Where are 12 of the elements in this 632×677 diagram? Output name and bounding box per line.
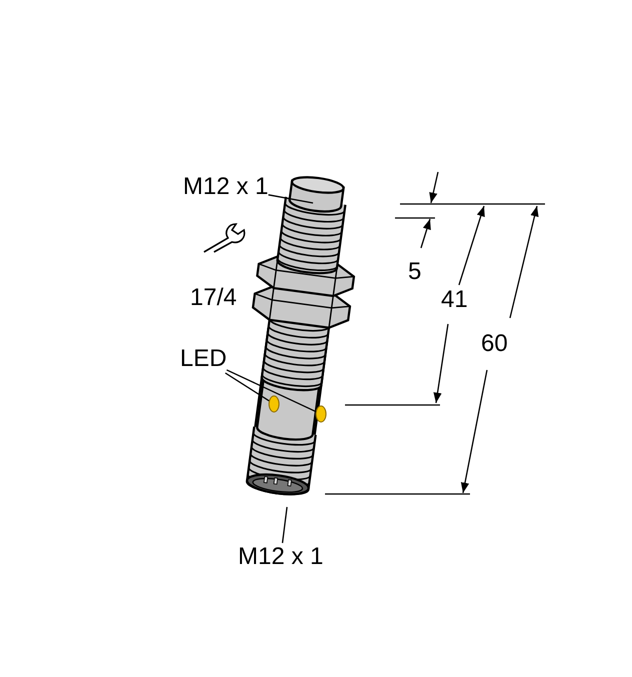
dimension-label: 5 (408, 258, 422, 286)
leader-line (282, 506, 288, 544)
leader-line (268, 194, 314, 204)
leader-line (226, 369, 316, 412)
thread-label: M12 x 1 (238, 543, 324, 571)
dimension-label: 60 (481, 330, 508, 358)
leader-line (224, 372, 270, 402)
dimension-label: 41 (441, 286, 468, 314)
wrench-size-label: 17/4 (190, 284, 237, 312)
led-indicator (316, 406, 326, 422)
thread-label: M12 x 1 (183, 173, 268, 201)
led-label: LED (180, 345, 227, 373)
